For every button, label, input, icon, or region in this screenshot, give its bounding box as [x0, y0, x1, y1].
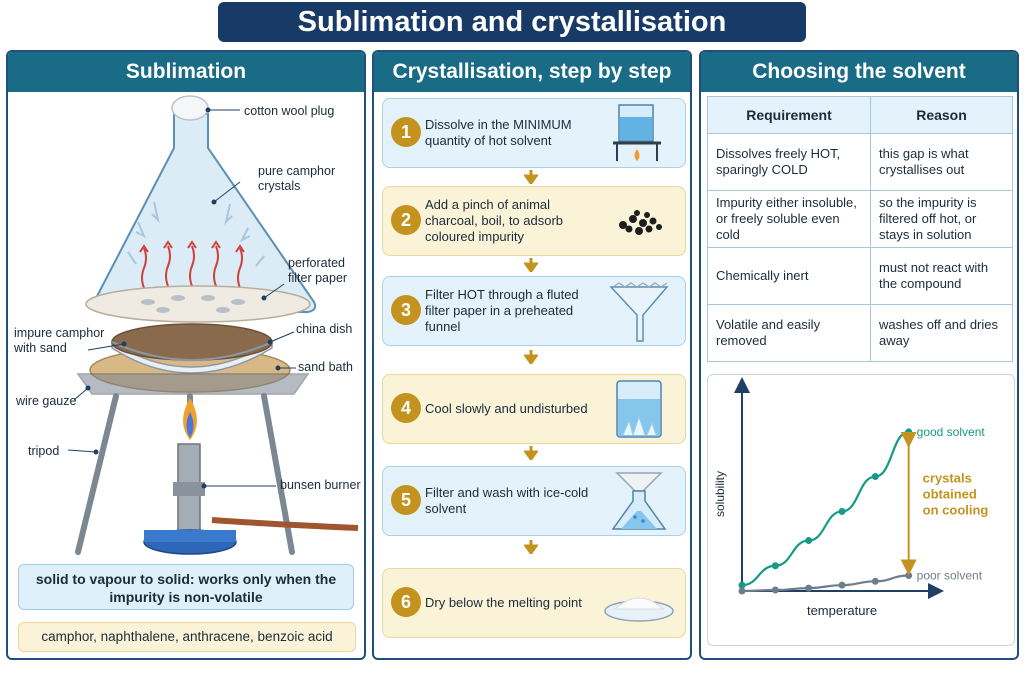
step-number: 3 — [391, 295, 421, 325]
series-1-point-1 — [771, 586, 779, 594]
crystallisation-heading: Crystallisation, step by step — [374, 52, 690, 92]
col-requirement: Requirement — [707, 96, 871, 134]
series-label-1: poor solvent — [917, 568, 983, 582]
step-number: 1 — [391, 117, 421, 147]
solubility-chart: temperature solubility good solvent poor so… — [713, 377, 989, 618]
filter-holes — [141, 295, 245, 313]
series-0-point-4 — [871, 473, 879, 481]
requirement-cell: Chemically inert — [707, 247, 871, 305]
sublimation-panel: Sublimation — [6, 50, 366, 660]
dish-powder-icon — [604, 597, 674, 622]
annotation-line: obtained — [923, 486, 977, 501]
glass-funnel — [92, 113, 317, 313]
label-cotton-wool-plug: cotton wool plug — [244, 104, 335, 118]
beaker-on-stand-icon — [613, 104, 661, 161]
flask-filter-icon — [611, 472, 667, 530]
requirement-cell: Volatile and easily removed — [707, 304, 871, 362]
step-text: Dissolve in the MINIMUM quantity of hot … — [425, 117, 572, 148]
step-text: Filter HOT through a fluted filter paper… — [425, 287, 579, 334]
series-0-point-2 — [805, 537, 813, 545]
step-4: 4 Cool slowly and undisturbed — [382, 374, 686, 444]
step-number: 6 — [391, 587, 421, 617]
solvent-heading: Choosing the solvent — [701, 52, 1017, 92]
impure-sample — [111, 323, 273, 361]
step-2: 2 Add a pinch of animal charcoal, boil, … — [382, 186, 686, 256]
series-0-point-1 — [771, 562, 779, 570]
series-line-0 — [741, 430, 909, 587]
reason-cell: must not react with the compound — [870, 247, 1013, 305]
y-axis-label: solubility — [713, 471, 727, 517]
arrow-down-icon — [524, 446, 538, 460]
arrow-down-icon — [524, 540, 538, 554]
wire-gauze — [76, 373, 310, 395]
step-text: Add a pinch of animal charcoal, boil, to… — [425, 197, 564, 244]
pure-crystals — [127, 201, 265, 267]
step-1: 1 Dissolve in the MINIMUM quantity of ho… — [382, 98, 686, 168]
reason-cell: washes off and dries away — [870, 304, 1013, 362]
label-wire-gauze: wire gauze — [16, 394, 77, 408]
crystallisation-panel: Crystallisation, step by step 1 Dissolve… — [372, 50, 692, 660]
charcoal-icon — [619, 210, 662, 235]
series-1-point-2 — [805, 584, 813, 592]
reason-cell: so the impurity is filtered off hot, or … — [870, 190, 1013, 248]
requirements-table: Requirement Reason Dissolves freely HOT,… — [707, 96, 1013, 362]
label-tripod: tripod — [28, 444, 60, 458]
arrow-down-icon — [524, 350, 538, 364]
annotation-line: crystals — [923, 470, 972, 485]
table-row: Impurity either insoluble, or freely sol… — [707, 190, 1013, 248]
step-number: 2 — [391, 205, 421, 235]
step-3: 3 Filter HOT through a fluted filter pap… — [382, 276, 686, 346]
sublimation-heading: Sublimation — [8, 52, 364, 92]
sublimation-examples: camphor, naphthalene, anthracene, benzoi… — [18, 622, 356, 652]
vapour-arrows — [139, 240, 245, 289]
label-perforated-filter-paper: perforated filter paper — [288, 256, 348, 285]
sublimation-apparatus — [67, 95, 359, 555]
requirement-cell: Impurity either insoluble, or freely sol… — [707, 190, 871, 248]
x-axis-label: temperature — [807, 603, 877, 618]
reason-cell: this gap is what crystallises out — [870, 133, 1013, 191]
page-title: Sublimation and crystallisation — [218, 2, 806, 42]
table-header-row: Requirement Reason — [707, 96, 1013, 134]
label-bunsen-burner: bunsen burner — [280, 478, 361, 492]
series-0-point-5 — [905, 428, 913, 436]
step-number: 5 — [391, 485, 421, 515]
solubility-chart-card: temperature solubility good solvent poor so… — [707, 374, 1015, 646]
series-1-point-3 — [838, 581, 846, 589]
step-text: Filter and wash with ice-cold solvent — [425, 485, 589, 516]
arrow-down-icon — [524, 170, 538, 184]
step-text: Dry below the melting point — [425, 595, 582, 610]
funnel-icon — [609, 282, 669, 342]
step-text: Cool slowly and undisturbed — [425, 401, 588, 416]
arrow-down-icon — [524, 258, 538, 272]
series-label-0: good solvent — [917, 425, 986, 439]
series-0-point-3 — [838, 507, 846, 515]
series-line-1 — [741, 574, 909, 593]
table-row: Dissolves freely HOT, sparingly COLD thi… — [707, 133, 1013, 191]
step-number: 4 — [391, 393, 421, 423]
label-sand-bath: sand bath — [298, 360, 353, 374]
requirement-cell: Dissolves freely HOT, sparingly COLD — [707, 133, 871, 191]
col-reason: Reason — [870, 96, 1013, 134]
table-row: Volatile and easily removed washes off a… — [707, 304, 1013, 362]
series-1-point-5 — [905, 571, 913, 579]
solvent-panel: Choosing the solvent Requirement Reason … — [699, 50, 1019, 660]
step-5: 5 Filter and wash with ice-cold solvent — [382, 466, 686, 536]
filter-paper — [85, 285, 311, 323]
gas-tube — [211, 517, 359, 531]
series-1-point-0 — [738, 587, 746, 595]
beaker-crystals-icon — [616, 380, 662, 438]
table-row: Chemically inert must not react with the… — [707, 247, 1013, 305]
step-6: 6 Dry below the melting point — [382, 568, 686, 638]
annotation-line: on cooling — [923, 502, 989, 517]
cotton-plug — [171, 95, 209, 121]
series-0-point-0 — [738, 581, 746, 589]
label-china-dish: china dish — [296, 322, 353, 336]
china-dish — [111, 341, 273, 361]
sublimation-note: solid to vapour to solid: works only whe… — [18, 564, 354, 610]
label-impure-camphor: impure camphor with sand — [14, 326, 105, 355]
series-1-point-4 — [871, 577, 879, 585]
label-pure-camphor-crystals: pure camphor crystals — [258, 164, 336, 193]
